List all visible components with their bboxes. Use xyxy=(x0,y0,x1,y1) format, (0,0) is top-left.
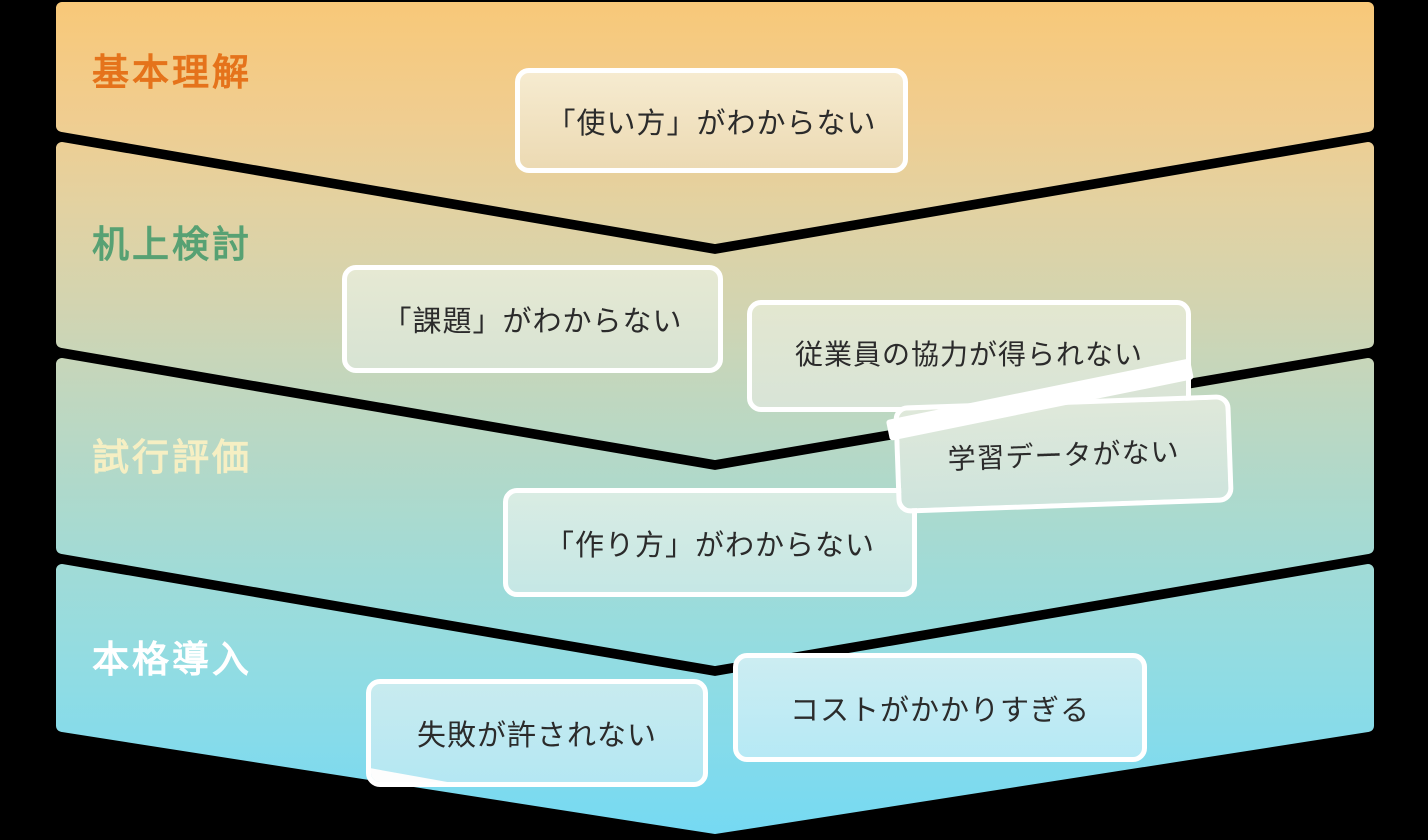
callout-build-method-unknown: 「作り方」がわからない xyxy=(503,488,917,597)
callout-no-training-data-text: 学習データがない xyxy=(947,435,1181,476)
callout-issues-unknown: 「課題」がわからない xyxy=(342,265,723,373)
callout-cost-too-high: コストがかかりすぎる xyxy=(733,653,1147,762)
stage-label-basic-understanding: 基本理解 xyxy=(92,52,252,93)
callout-usage-unknown-text: 「使い方」がわからない xyxy=(546,107,877,140)
callout-issues-unknown-text: 「課題」がわからない xyxy=(382,306,683,338)
callout-usage-unknown: 「使い方」がわからない xyxy=(515,68,908,173)
callout-failure-not-allowed-text: 失敗が許されない xyxy=(416,720,657,752)
callout-no-employee-cooperation-text: 従業員の協力が得られない xyxy=(794,339,1143,370)
callout-cost-too-high-text: コストがかかりすぎる xyxy=(789,694,1090,727)
stage-label-desk-study: 机上検討 xyxy=(92,224,252,265)
stage-label-trial-evaluation: 試行評価 xyxy=(92,437,252,478)
callout-failure-not-allowed: 失敗が許されない xyxy=(366,679,708,787)
stage-label-full-deployment: 本格導入 xyxy=(92,639,252,680)
callout-build-method-unknown-text: 「作り方」がわからない xyxy=(544,529,875,562)
callout-no-employee-cooperation: 従業員の協力が得られない xyxy=(747,300,1191,412)
